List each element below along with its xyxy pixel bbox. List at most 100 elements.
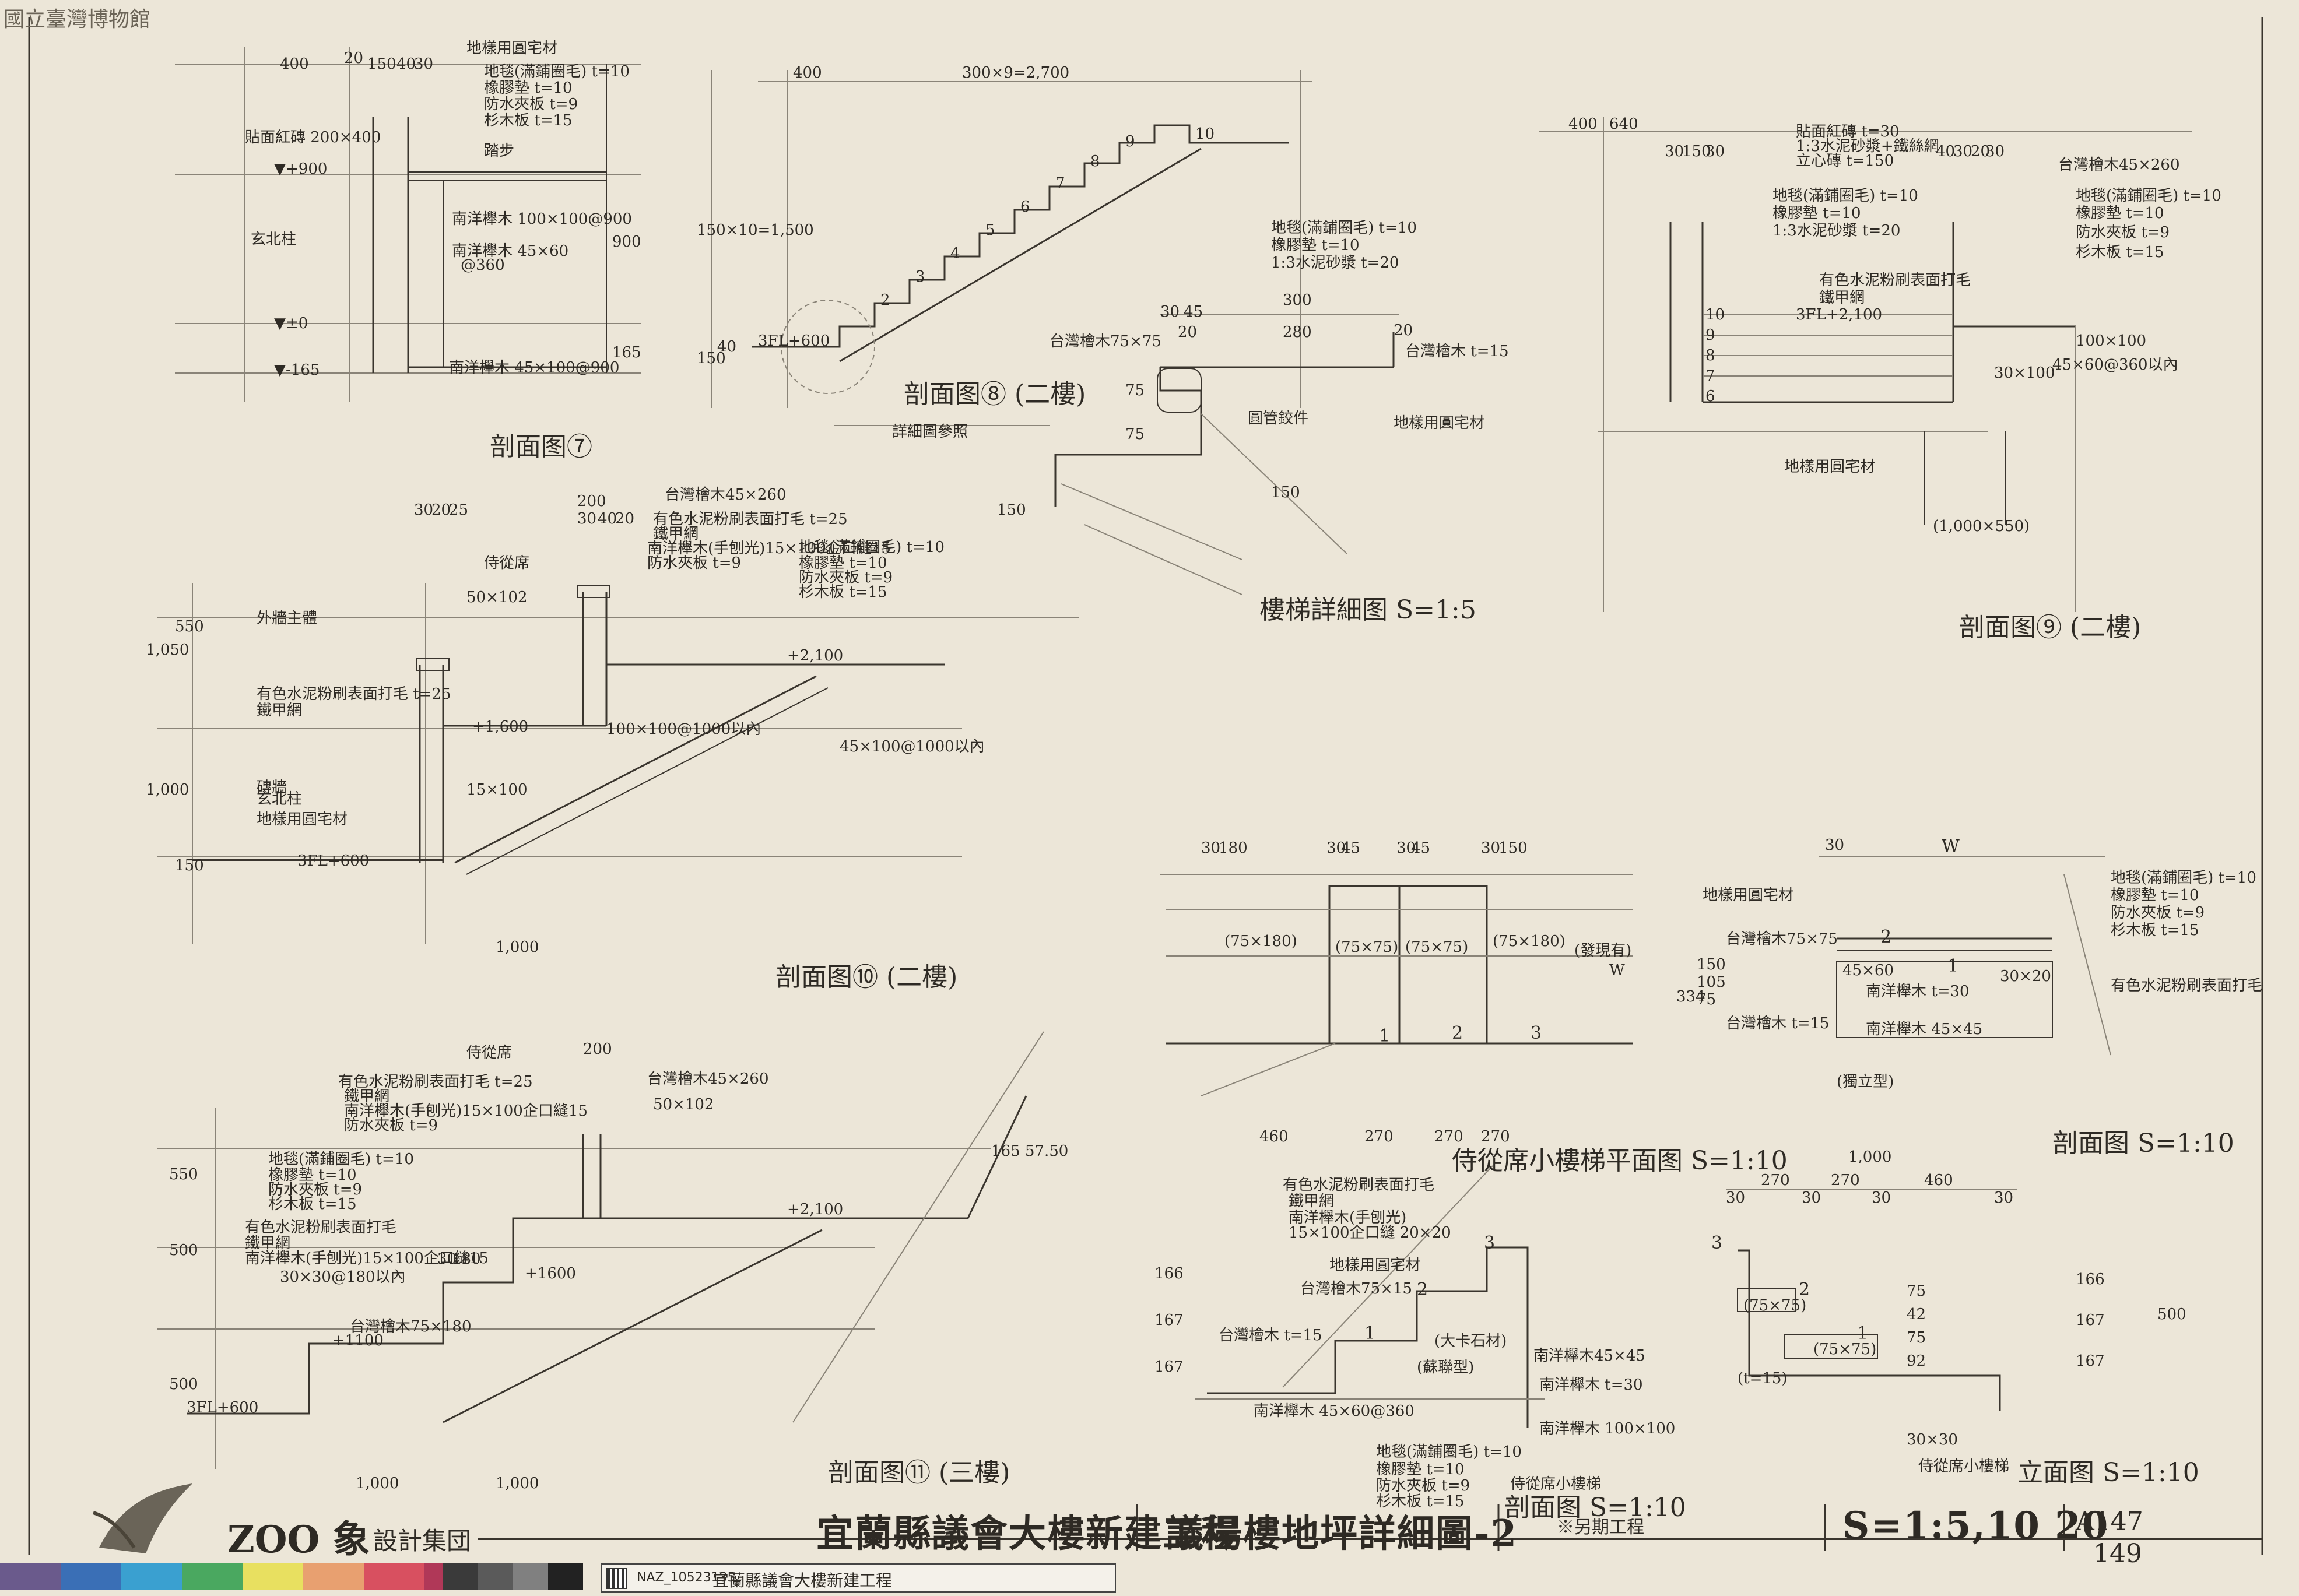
- dim: 75: [1907, 1329, 1926, 1347]
- dim: 270: [1481, 1128, 1510, 1145]
- note: 鐵甲網: [257, 702, 303, 719]
- note: 地樣用圓宅材: [1329, 1257, 1421, 1274]
- note: 貼面紅磚 200×400: [245, 129, 381, 146]
- dim: 165: [612, 344, 641, 361]
- dim: 167: [2076, 1352, 2105, 1370]
- dim: 9: [1125, 133, 1135, 150]
- swatch: [513, 1563, 548, 1590]
- note: 橡膠墊 t=10: [1376, 1461, 1465, 1478]
- note: 有色水泥粉刷表面打毛: [1283, 1176, 1435, 1194]
- note: 南洋櫸木45×45: [1533, 1347, 1645, 1365]
- note: 45×60@360以內: [2052, 356, 2178, 374]
- plan-label: 2: [1452, 1023, 1463, 1043]
- dim: 30: [1705, 143, 1725, 160]
- note: 30×20: [2000, 968, 2051, 985]
- dim: 30: [1825, 836, 1845, 854]
- step-number: 1: [1364, 1323, 1376, 1344]
- note: 南洋櫸木 100×100@900: [452, 210, 632, 228]
- plan-label: (75×75): [1405, 938, 1469, 956]
- note: 南洋櫸木(手刨光): [1289, 1209, 1407, 1226]
- note: (蘇聯型): [1417, 1359, 1475, 1376]
- note: 2: [1880, 927, 1892, 947]
- note: 地毯(滿鋪圈毛) t=10: [1271, 219, 1417, 237]
- dim: 500: [169, 1242, 198, 1259]
- dim: 30: [1665, 143, 1684, 160]
- note: 防水夾板 t=9: [2076, 224, 2170, 241]
- dim: 30: [414, 55, 434, 73]
- dim: 3: [915, 268, 925, 286]
- dim: 334: [1676, 988, 1705, 1006]
- level: ▼-165: [274, 361, 320, 379]
- note: 台灣檜木75×180: [350, 1318, 472, 1335]
- note: 磚牆: [257, 779, 287, 796]
- note: 台灣檜木45×260: [2058, 156, 2180, 174]
- dim: 400: [1568, 115, 1598, 133]
- note: 南洋櫸木 t=30: [1539, 1376, 1643, 1394]
- dim: 8: [1090, 153, 1100, 170]
- dim: 75: [1125, 382, 1145, 399]
- swatch: [364, 1563, 424, 1590]
- project-title: 宜蘭縣議會大樓新建工程: [816, 1512, 1240, 1556]
- dim: 270: [1761, 1172, 1790, 1189]
- plan-label: (75×75): [1335, 938, 1399, 956]
- note: (t=15): [1738, 1370, 1788, 1387]
- dim: 460: [1924, 1172, 1953, 1189]
- note: 地樣用圓宅材: [466, 40, 558, 57]
- note: 50×102: [466, 589, 528, 606]
- dim: 30: [577, 510, 597, 528]
- note: 有色水泥粉刷表面打毛 t=25: [653, 511, 848, 528]
- note: 鐵甲網: [653, 525, 699, 543]
- dim: 270: [1434, 1128, 1463, 1145]
- dim: 75: [1907, 1282, 1926, 1300]
- bottom-sub: 侍從席小樓梯: [1510, 1475, 1602, 1493]
- plan-label: (75×180): [1493, 933, 1566, 950]
- note: 地毯(滿鋪圈毛) t=10: [2111, 869, 2256, 887]
- note: 鐵甲網: [344, 1088, 390, 1105]
- note: 有色水泥粉刷表面打毛 t=25: [338, 1073, 533, 1091]
- note: 南洋櫸木 100×100: [1539, 1420, 1676, 1437]
- note: 3FL+600: [297, 852, 370, 870]
- dim: 30: [1872, 1189, 1891, 1207]
- note: 玄北柱: [257, 790, 303, 808]
- note: 鐵甲網: [245, 1235, 291, 1252]
- note: 3FL+2,100: [1796, 306, 1883, 324]
- level: 9: [1705, 326, 1715, 344]
- dim: 30: [1953, 143, 1973, 160]
- caption-section-s10: 剖面图 S=1:10: [2052, 1129, 2234, 1158]
- plan-label: (發現有): [1574, 942, 1632, 959]
- dim: 300: [1283, 291, 1312, 309]
- note: 30×100: [1994, 364, 2055, 382]
- eagle-logo-icon: [93, 1483, 192, 1553]
- dim: 20: [1971, 143, 1991, 160]
- dim: 40: [396, 55, 416, 73]
- note: 杉木板 t=15: [2076, 244, 2164, 261]
- note: 橡膠墊 t=10: [2111, 887, 2199, 904]
- note: 貼面紅磚 t=30: [1796, 123, 1900, 140]
- swatch: [0, 1563, 61, 1590]
- note: 1:3水泥砂漿+鐵絲網: [1796, 138, 1939, 155]
- sheet-number: A147: [2076, 1507, 2143, 1537]
- dim: 25: [449, 501, 469, 519]
- caption-section-8: 剖面图⑧ (二樓): [904, 379, 1086, 409]
- dim: 1,000: [496, 1475, 539, 1492]
- dim: 30: [1326, 839, 1346, 857]
- note: 外牆主體: [257, 610, 318, 627]
- dim: 550: [169, 1166, 198, 1183]
- note: 台灣檜木 t=15: [1219, 1327, 1322, 1344]
- note: 橡膠墊 t=10: [1772, 205, 1861, 222]
- note: 地樣用圓宅材: [1703, 887, 1794, 904]
- dim: 2: [880, 291, 890, 309]
- note: 橡膠墊 t=10: [2076, 205, 2164, 222]
- note: 橡膠墊 t=10: [799, 554, 887, 572]
- note: 防水夾板 t=9: [2111, 904, 2205, 922]
- dim: 400: [280, 55, 309, 73]
- note: 侍從席: [466, 1044, 513, 1061]
- dim: 150: [367, 55, 396, 73]
- remark: ※另期工程: [1557, 1517, 1644, 1538]
- dim: 75: [1697, 991, 1717, 1008]
- swatch: [243, 1563, 303, 1590]
- dim: 42: [1907, 1306, 1926, 1323]
- note: 台灣檜木45×260: [647, 1070, 769, 1088]
- note: 45×60: [1842, 962, 1894, 979]
